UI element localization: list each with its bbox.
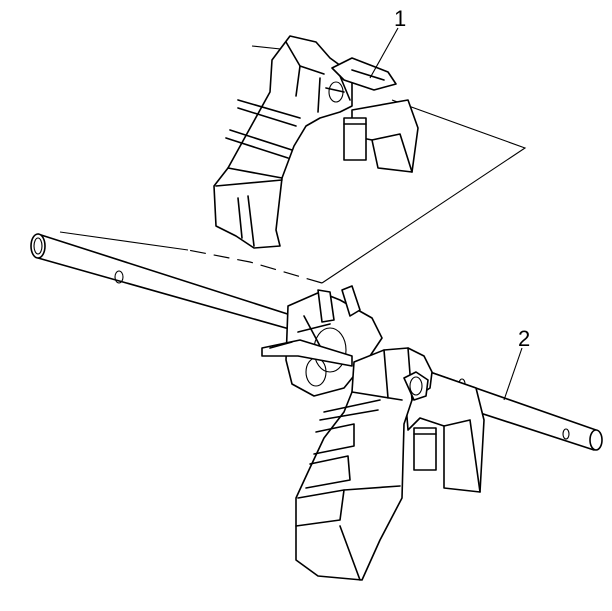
callout-2-label: 2 <box>518 326 530 351</box>
shift-fork-upper <box>59 35 527 284</box>
shift-fork-lower <box>261 285 485 581</box>
callout-2: 2 <box>503 326 530 401</box>
callout-1: 1 <box>369 6 406 79</box>
callout-1-label: 1 <box>394 6 406 31</box>
